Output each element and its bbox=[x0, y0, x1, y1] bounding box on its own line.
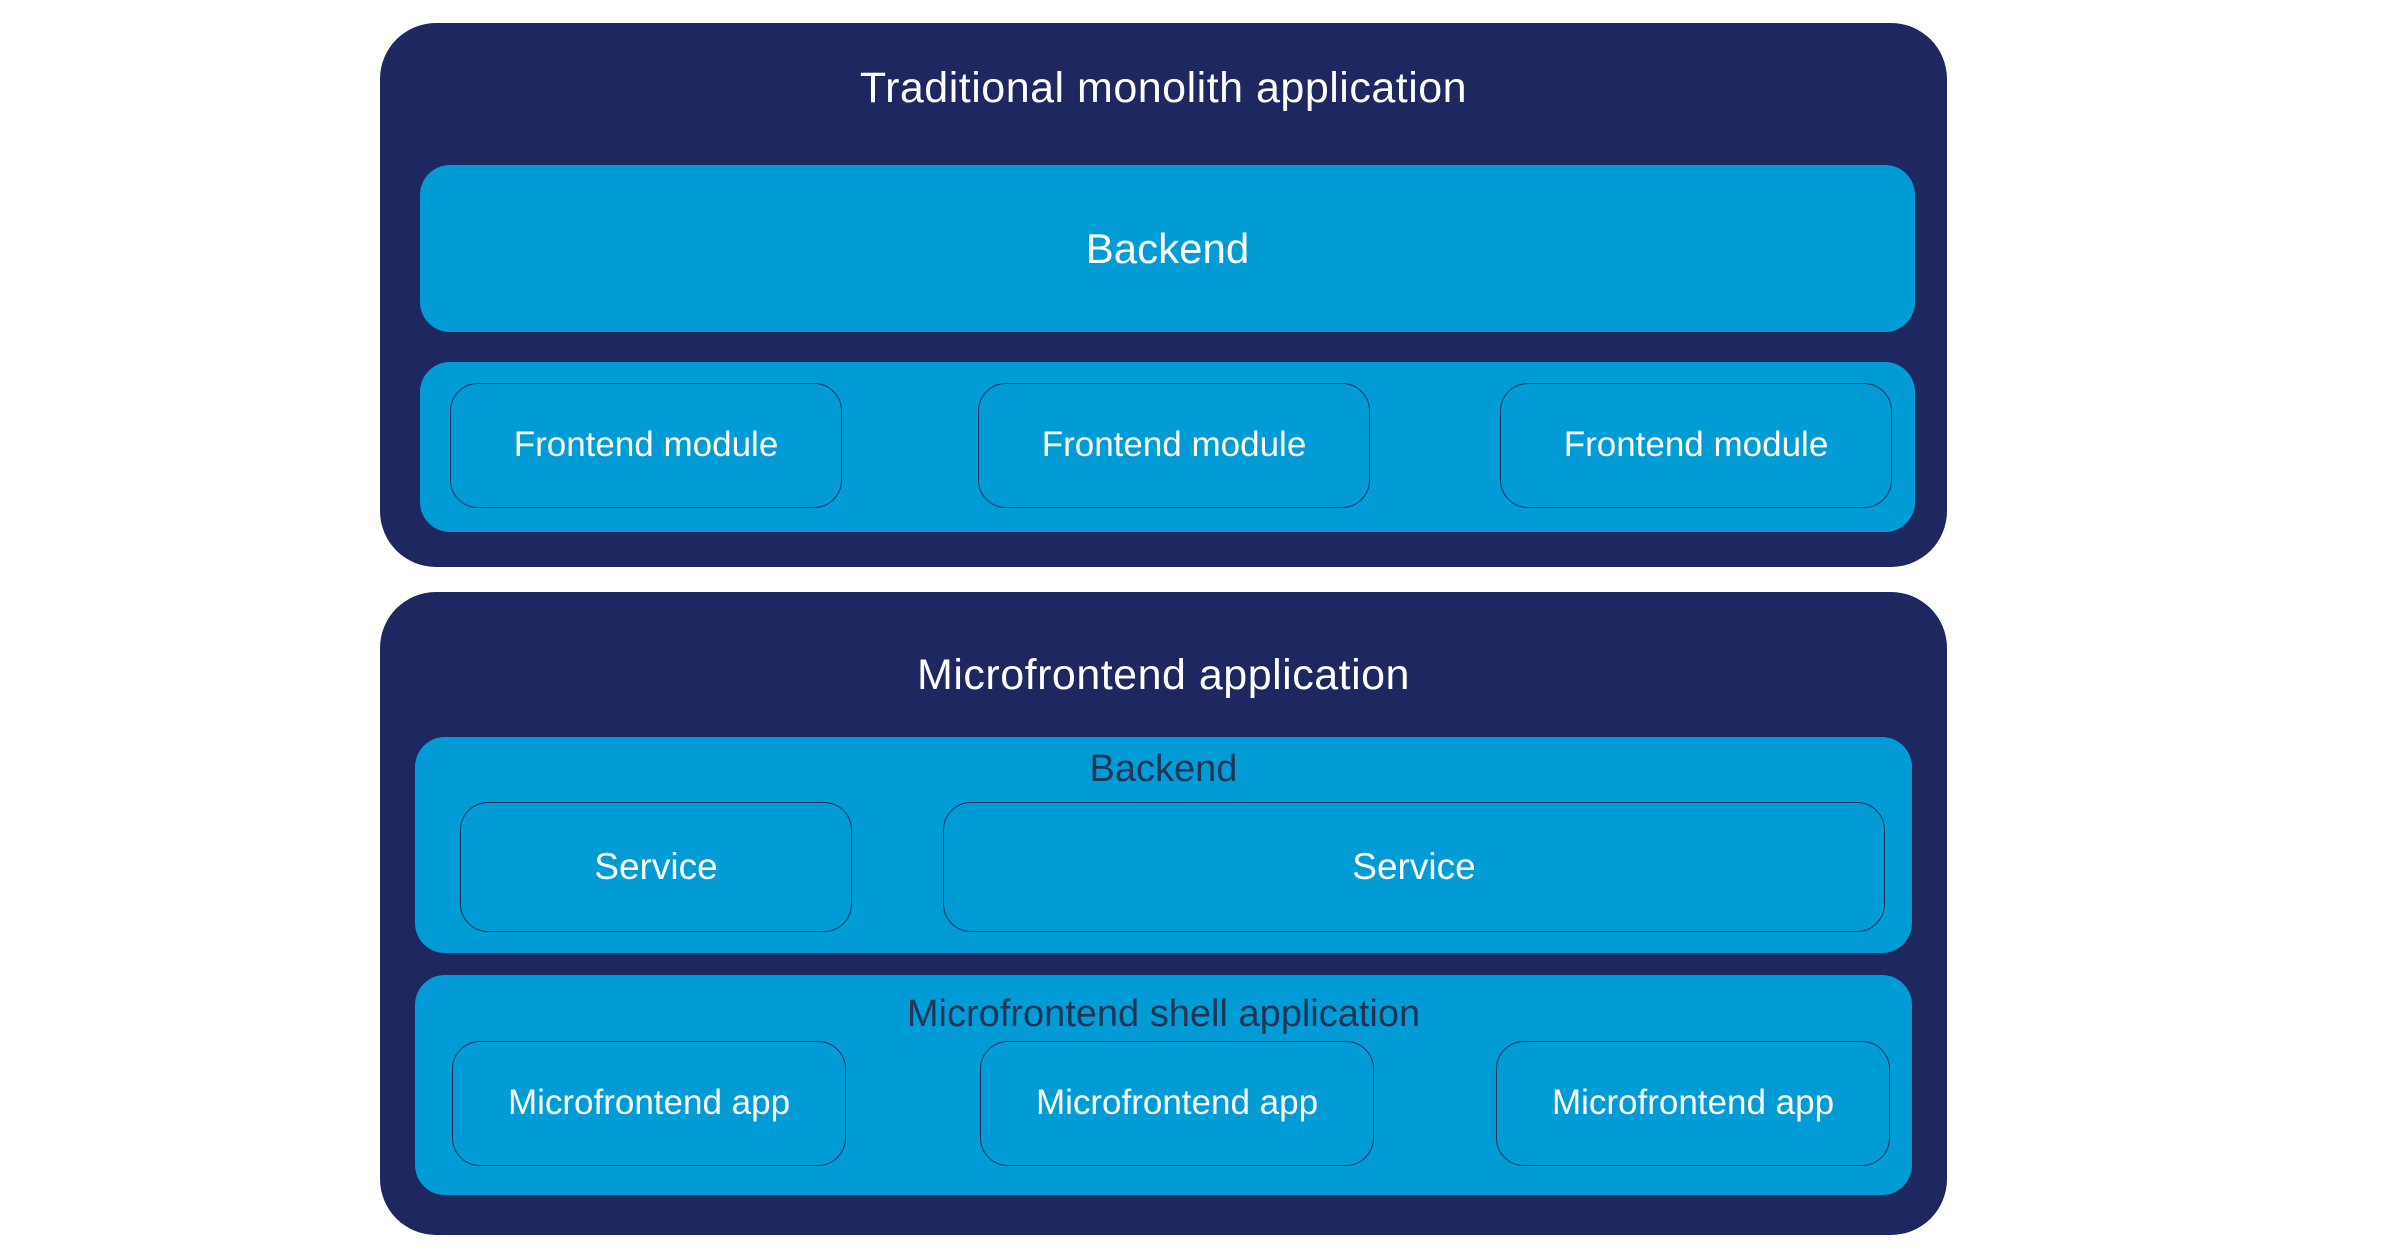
microfrontend-panel: Microfrontend application Backend Servic… bbox=[380, 592, 1947, 1235]
frontend-module-box: Frontend module bbox=[450, 383, 842, 508]
microfrontend-backend-label: Backend bbox=[1089, 748, 1238, 790]
frontend-module-box: Frontend module bbox=[978, 383, 1370, 508]
microfrontend-shell-container: Microfrontend shell application Microfro… bbox=[415, 975, 1912, 1195]
service-box: Service bbox=[943, 802, 1885, 932]
microfrontend-app-box: Microfrontend app bbox=[452, 1041, 846, 1166]
microfrontend-shell-label: Microfrontend shell application bbox=[906, 993, 1421, 1035]
monolith-panel: Traditional monolith application Backend… bbox=[380, 23, 1947, 567]
monolith-backend-box: Backend bbox=[420, 165, 1915, 332]
monolith-frontend-container: Frontend module Frontend module Frontend… bbox=[420, 362, 1915, 532]
microfrontend-panel-title: Microfrontend application bbox=[917, 651, 1410, 699]
service-box: Service bbox=[460, 802, 852, 932]
microfrontend-app-box: Microfrontend app bbox=[1496, 1041, 1890, 1166]
frontend-module-box: Frontend module bbox=[1500, 383, 1892, 508]
monolith-panel-title: Traditional monolith application bbox=[859, 64, 1468, 112]
microfrontend-backend-container: Backend Service Service bbox=[415, 737, 1912, 953]
microfrontend-app-box: Microfrontend app bbox=[980, 1041, 1374, 1166]
